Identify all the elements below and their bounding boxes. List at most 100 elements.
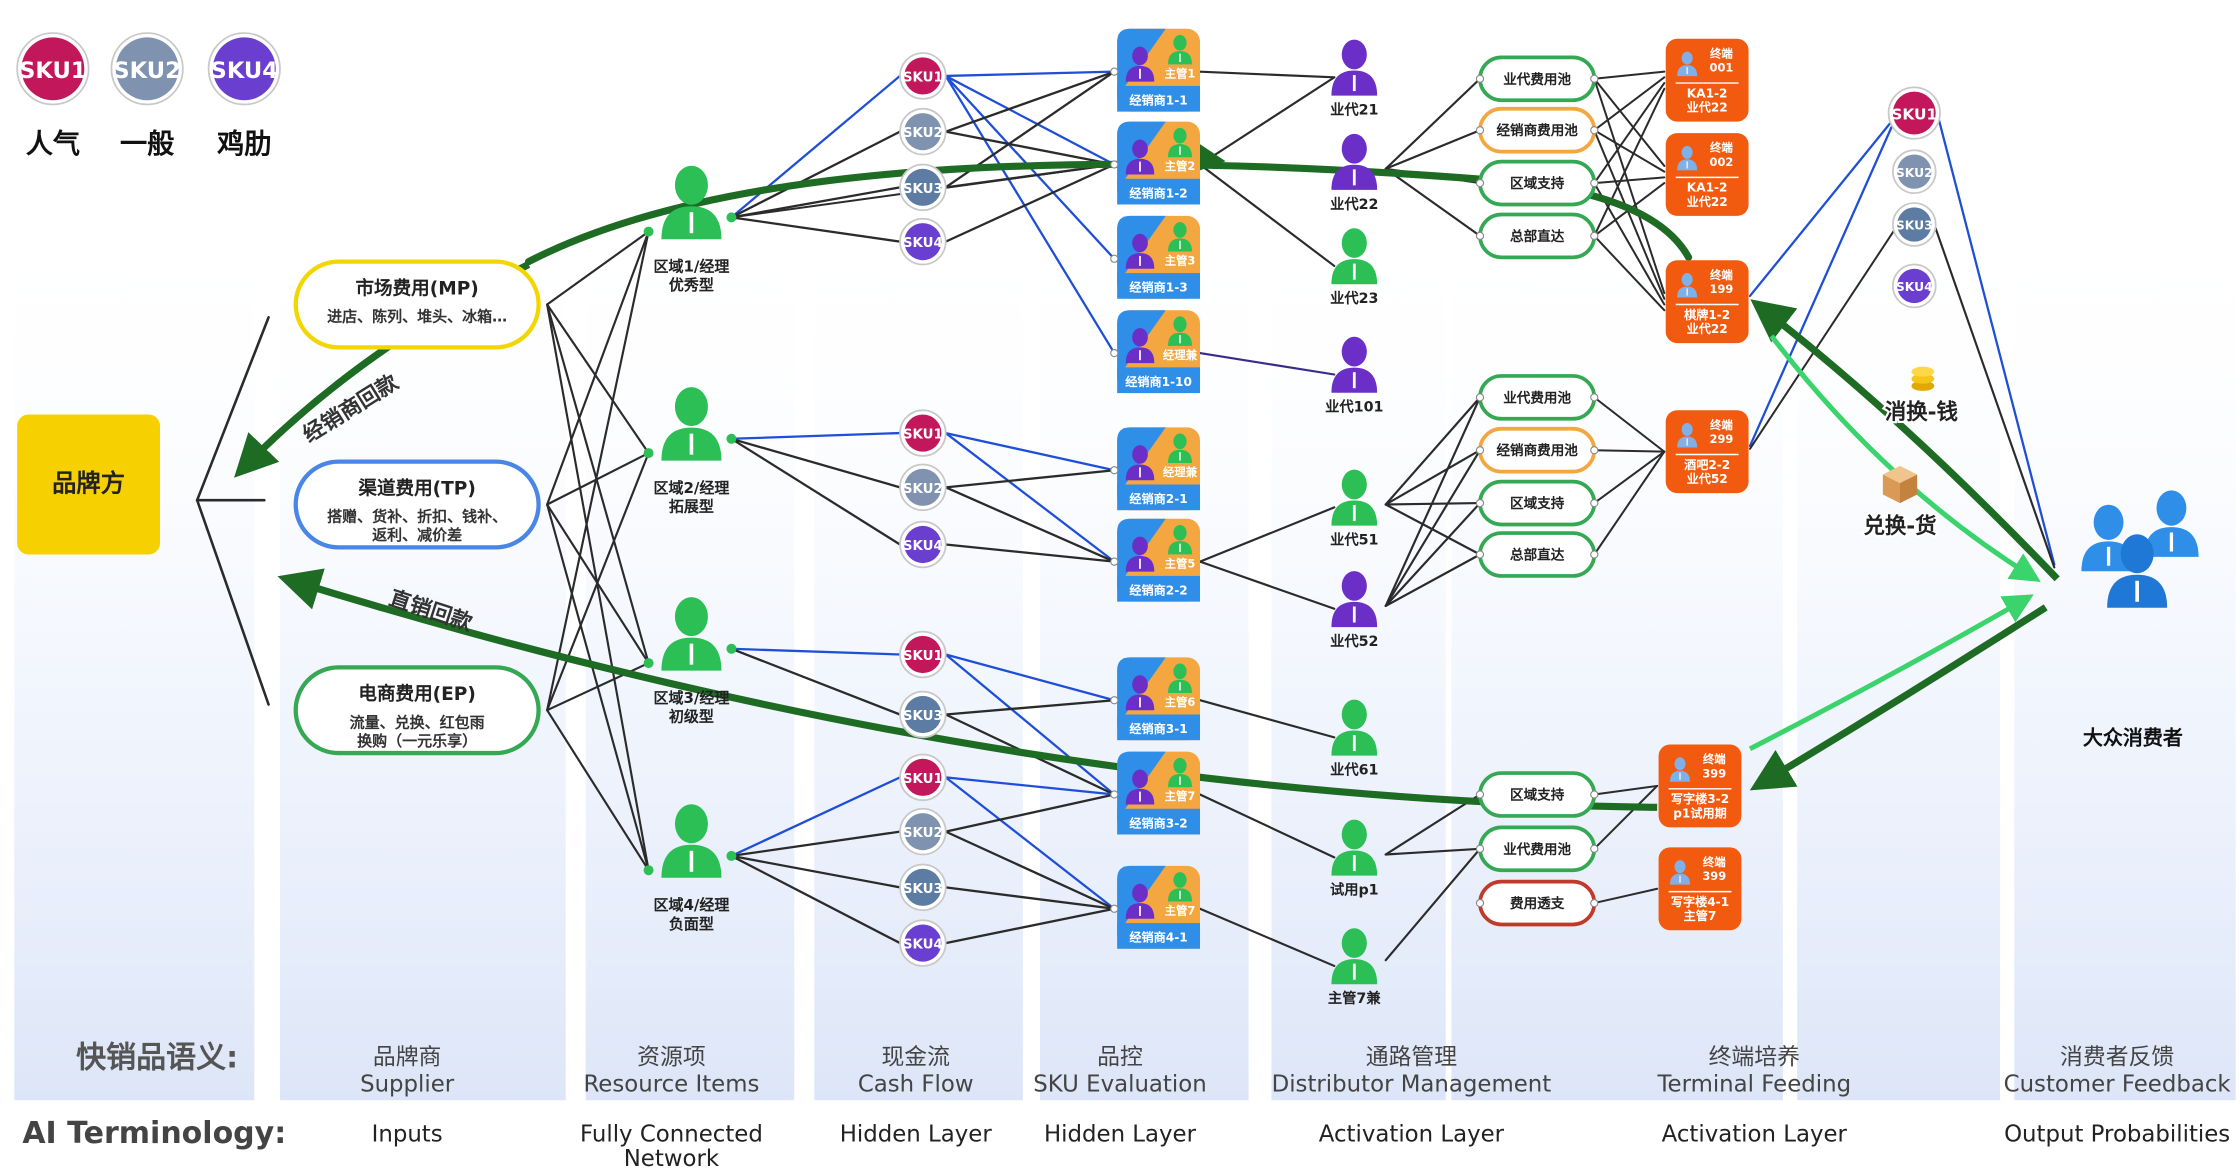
column-cn: 品牌商 — [373, 1045, 442, 1071]
manager-dot — [643, 658, 654, 669]
supervisor-person-icon — [1168, 872, 1192, 902]
pool-terminal-line — [1593, 87, 1666, 237]
consumer-sku-badge-label: SKU3 — [1896, 219, 1933, 233]
agent-label: 业代61 — [1330, 761, 1378, 779]
manager-sku-line — [730, 854, 902, 945]
sku-dealer-line — [944, 74, 1116, 166]
pool-terminal-line — [1593, 77, 1666, 295]
pool-label: 业代费用池 — [1503, 389, 1571, 406]
person-head — [1132, 233, 1148, 253]
agent-label: 试用p1 — [1330, 881, 1379, 899]
person-head — [1341, 819, 1367, 850]
manager-sku-line — [730, 186, 902, 219]
manager-sku-line — [730, 216, 902, 243]
dealer-tile-footer — [1117, 367, 1200, 394]
pool-label: 业代费用池 — [1503, 71, 1571, 88]
terminal-person-icon — [1670, 757, 1690, 782]
box-top — [1882, 465, 1918, 484]
pool-terminal-line — [1593, 234, 1666, 312]
sku-dealer-line — [944, 431, 1116, 563]
pool-label: 费用透支 — [1510, 895, 1565, 912]
pool-dot — [1590, 790, 1599, 799]
column-en: SKU Evaluation — [1033, 1072, 1206, 1098]
dealer-supervisor-label: 主管7 — [1165, 904, 1196, 918]
sku-dealer-line — [944, 543, 1116, 563]
agent-label: 业代51 — [1330, 531, 1378, 549]
person-head — [1173, 663, 1187, 680]
agent-label: 业代22 — [1330, 195, 1378, 213]
sku-dealer-line — [944, 907, 1116, 945]
agent-icon-6 — [1331, 699, 1378, 756]
person-head — [1132, 675, 1148, 694]
manager-dot — [643, 448, 654, 459]
brand-label: 品牌方 — [52, 469, 125, 498]
agent-icon-8 — [1331, 928, 1378, 985]
manager-dot — [726, 212, 737, 223]
consumer-label: 大众消费者 — [2083, 726, 2183, 750]
arrow-terminal-to-consumer-2 — [1748, 594, 2034, 752]
terminal-person-icon — [1677, 423, 1698, 448]
person-head — [1341, 133, 1367, 164]
dealer-tile-footer — [1117, 273, 1200, 299]
arrow-consumer-to-terminal — [1750, 299, 2060, 582]
column-cn: 终端培养 — [1709, 1045, 1800, 1071]
legend-badge-1 — [115, 37, 179, 101]
cash-sku-badge — [904, 168, 942, 206]
agent-icon-3 — [1331, 336, 1378, 393]
dealer-dot — [1110, 466, 1119, 475]
pool-dot — [1590, 74, 1599, 83]
agent-icon-7 — [1331, 819, 1378, 876]
column-cn: 通路管理 — [1366, 1045, 1458, 1071]
manager-label: 区域2/经理 — [653, 479, 729, 497]
resource-desc: 进店、陈列、堆头、冰箱… — [327, 308, 507, 326]
pool-terminal-line — [1593, 82, 1666, 185]
pool-dot — [1590, 498, 1599, 508]
dealer-label: 经销商2-2 — [1129, 582, 1187, 597]
cash-sku-badge — [904, 758, 942, 796]
manager-icon-1 — [661, 387, 722, 461]
fc-line — [546, 230, 650, 306]
sku-dealer-line — [944, 793, 1116, 833]
sku-dealer-line — [944, 431, 1116, 472]
box-left — [1882, 474, 1900, 504]
manager-sku-line — [730, 437, 902, 546]
pool-terminal-line — [1593, 784, 1659, 850]
terminal-line: KA1-2 — [1687, 86, 1728, 100]
terminal-tag: 终端 — [1710, 268, 1733, 282]
dealer-label: 经销商1-2 — [1129, 185, 1187, 200]
cash-sku-badge — [904, 525, 942, 564]
cash-sku-badge-label: SKU4 — [903, 938, 943, 953]
arrow-consumer-to-terminal-2 — [1749, 604, 2048, 791]
manager-label: 区域1/经理 — [653, 258, 729, 276]
resource-desc: 换购（一元乐享） — [357, 732, 477, 750]
pool-dot — [1475, 844, 1485, 853]
column-en: Customer Feedback — [2004, 1072, 2232, 1098]
sku-dealer-line — [944, 830, 1116, 910]
pool-terminal-line — [1593, 176, 1666, 185]
person-head — [1132, 445, 1148, 464]
manager-type: 初级型 — [669, 708, 714, 726]
person-head — [674, 387, 708, 427]
dealer-label: 经销商1-10 — [1125, 374, 1192, 389]
dealer-dot — [1110, 790, 1119, 799]
agent-pool-line — [1384, 553, 1482, 607]
person-head — [2120, 534, 2154, 574]
agent-pool-line — [1384, 449, 1482, 607]
column-en: Terminal Feeding — [1656, 1072, 1851, 1098]
supervisor-person-icon — [1168, 757, 1192, 788]
pool-terminal-line — [1593, 450, 1666, 556]
terminal-sku-line — [1748, 120, 1893, 298]
pool-dot — [1590, 550, 1599, 559]
person-head — [1341, 336, 1367, 367]
column-band — [1797, 200, 2000, 1101]
fc-line — [546, 709, 650, 872]
dealer-tile-footer — [1117, 808, 1200, 835]
terminal-num: 399 — [1702, 766, 1726, 780]
sku-dealer-line — [944, 653, 1116, 702]
dealer-agent-line — [1198, 699, 1336, 739]
consumer-icon — [2107, 534, 2168, 608]
person-head — [1173, 127, 1187, 144]
sku-consumer-line — [1936, 111, 2056, 566]
brand-fan-line — [195, 316, 270, 502]
supervisor-person-icon — [1168, 34, 1192, 65]
